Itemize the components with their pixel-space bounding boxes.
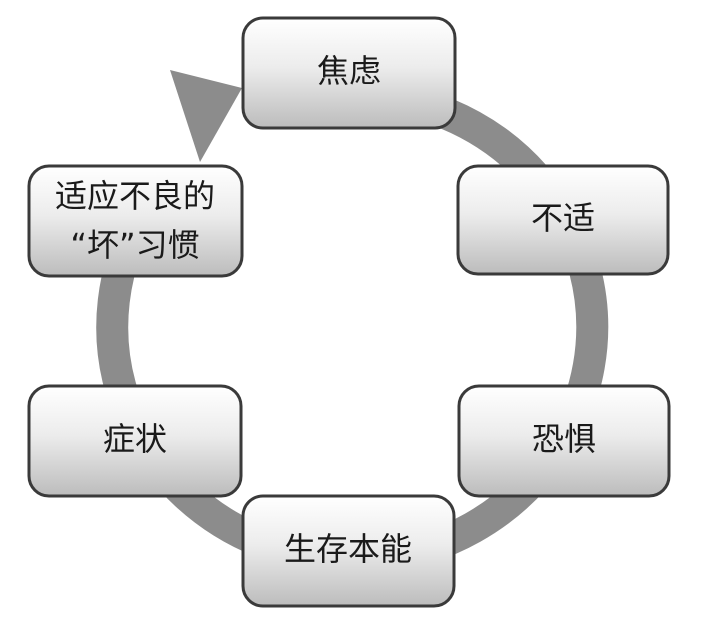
node-symptoms-label: 症状 <box>103 420 167 458</box>
node-discomfort: 不适 <box>456 164 670 276</box>
cycle-arrowhead-icon <box>170 70 242 162</box>
node-fear-label: 恐惧 <box>532 420 596 458</box>
node-bad-habit-label-line1: 适应不良的 <box>55 177 215 215</box>
node-symptoms: 症状 <box>27 384 243 498</box>
node-survival-instinct-label: 生存本能 <box>284 530 412 568</box>
node-anxiety: 焦虑 <box>241 16 457 130</box>
node-discomfort-label: 不适 <box>531 199 595 237</box>
node-survival-instinct: 生存本能 <box>241 494 456 608</box>
node-bad-habit: 适应不良的 “坏”习惯 <box>27 164 244 278</box>
node-bad-habit-label-line2: “坏”习惯 <box>70 226 199 264</box>
node-fear: 恐惧 <box>457 384 671 498</box>
node-anxiety-label: 焦虑 <box>317 52 381 90</box>
